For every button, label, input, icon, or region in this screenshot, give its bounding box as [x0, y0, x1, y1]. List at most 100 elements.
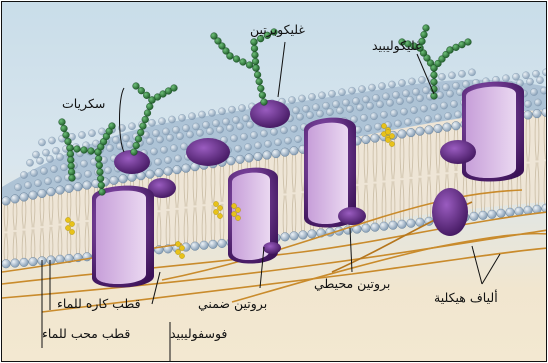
phospholipid-head	[20, 171, 27, 178]
phospholipid-head	[294, 136, 301, 143]
phospholipid-head	[156, 136, 163, 143]
phospholipid-head	[392, 91, 399, 98]
phospholipid-head	[222, 118, 229, 125]
phospholipid-head	[458, 70, 465, 77]
phospholipid-head	[186, 131, 193, 138]
phospholipid-head	[362, 224, 371, 233]
sugar-chain	[74, 146, 81, 153]
phospholipid-head	[172, 126, 179, 133]
phospholipid-head	[128, 173, 137, 182]
phospholipid-head	[11, 259, 20, 268]
phospholipid-head	[192, 123, 199, 130]
phospholipid-head	[65, 184, 74, 193]
sugar-chain	[95, 155, 102, 162]
phospholipid-head	[296, 113, 303, 120]
sugar-chain	[431, 72, 438, 79]
phospholipid-head	[112, 136, 119, 143]
phospholipid-head	[232, 116, 239, 123]
phospholipid-head	[84, 170, 91, 177]
phospholipid-head	[150, 148, 157, 155]
phospholipid-head	[88, 130, 95, 137]
phospholipid-head	[542, 204, 547, 213]
phospholipid-head	[170, 145, 177, 152]
phospholipid-head	[408, 78, 415, 85]
phospholipid-head	[389, 221, 398, 230]
phospholipid-head	[264, 140, 271, 147]
phospholipid-head	[216, 126, 223, 133]
phospholipid-head	[398, 79, 405, 86]
sugar-chain	[97, 175, 104, 182]
phospholipid-head	[188, 113, 195, 120]
phospholipid-head	[440, 102, 447, 109]
phospholipid-head	[2, 197, 10, 206]
sugar-chain	[423, 25, 430, 32]
phospholipid-head	[412, 88, 419, 95]
phospholipid-head	[515, 207, 524, 216]
phospholipid-head	[388, 81, 395, 88]
sugar-chain	[135, 136, 142, 143]
sugar-chain	[251, 45, 258, 52]
phospholipid-head	[372, 94, 379, 101]
phospholipid-head	[448, 72, 455, 79]
phospholipid-head	[382, 93, 389, 100]
phospholipid-head	[198, 111, 205, 118]
phospholipid-head	[60, 164, 67, 171]
phospholipid-head	[36, 157, 43, 164]
phospholipid-head	[52, 147, 59, 154]
phospholipid-head	[274, 139, 281, 146]
phospholipid-head	[254, 142, 261, 149]
phospholipid-head	[533, 109, 542, 118]
phospholipid-head	[380, 222, 389, 231]
phospholipid-head	[396, 98, 403, 105]
glycoprotein-protein	[250, 100, 290, 128]
phospholipid-head	[46, 155, 53, 162]
sugar-chain	[133, 83, 140, 90]
phospholipid-head	[302, 105, 309, 112]
sugar-chain	[431, 79, 438, 86]
phospholipid-head	[404, 118, 411, 125]
phospholipid-head	[196, 129, 203, 136]
phospholipid-head	[524, 111, 533, 120]
cholesterol	[389, 141, 394, 146]
cholesterol	[381, 123, 386, 128]
cholesterol	[385, 129, 390, 134]
phospholipid-head	[254, 152, 263, 161]
phospholipid-head	[182, 164, 191, 173]
sugar-chain	[81, 147, 88, 154]
phospholipid-head	[238, 104, 245, 111]
sugar-chain	[465, 39, 472, 46]
cholesterol	[389, 133, 394, 138]
phospholipid-head	[524, 100, 531, 107]
phospholipid-head	[308, 93, 315, 100]
phospholipid-head	[281, 233, 290, 242]
phospholipid-head	[162, 128, 169, 135]
phospholipid-head	[371, 223, 380, 232]
phospholipid-head	[362, 96, 369, 103]
label-peripheral-protein: بروتين محيطي	[314, 278, 390, 291]
sugar-chain	[68, 169, 75, 176]
phospholipid-head	[42, 149, 49, 156]
phospholipid-head	[260, 130, 267, 137]
label-hydrophobic-pole: قطب كاره للماء	[57, 298, 141, 311]
sugar-chain	[261, 99, 268, 106]
phospholipid-head	[182, 125, 189, 132]
phospholipid-head	[218, 239, 227, 248]
phospholipid-head	[524, 206, 533, 215]
sugar-chain	[97, 169, 104, 176]
sugar-chain	[256, 78, 263, 85]
sugar-chain	[96, 162, 103, 169]
phospholipid-head	[370, 113, 377, 120]
cholesterol	[217, 205, 222, 210]
sugar-chain	[240, 59, 247, 66]
phospholipid-head	[394, 120, 401, 127]
sugar-chain	[69, 175, 76, 182]
phospholipid-head	[290, 232, 299, 241]
phospholipid-head	[410, 107, 417, 114]
phospholipid-head	[56, 153, 63, 160]
phospholipid-head	[146, 170, 155, 179]
phospholipid-head	[209, 240, 218, 249]
cholesterol	[235, 215, 240, 220]
phospholipid-head	[322, 102, 329, 109]
phospholipid-head	[356, 104, 363, 111]
